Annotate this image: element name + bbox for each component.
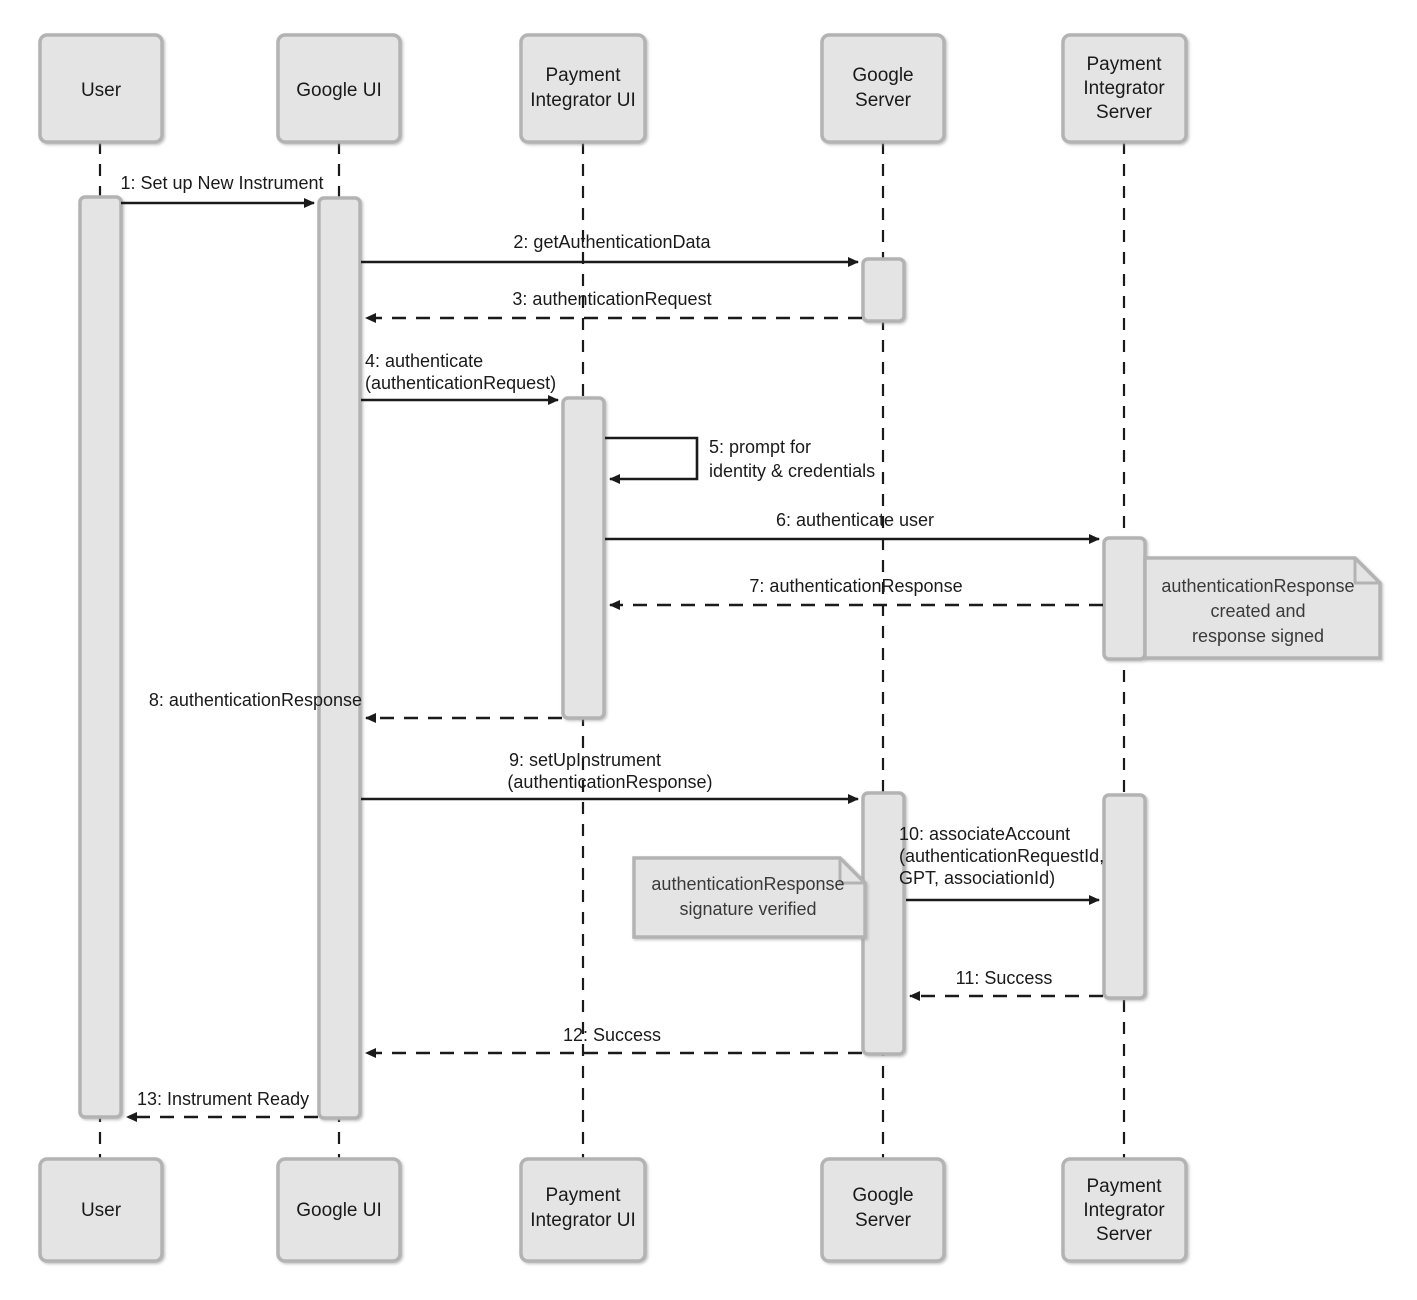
note-auth-response-created: authenticationResponse created and respo…	[1143, 556, 1382, 660]
message-13[interactable]: 13: Instrument Ready	[126, 1089, 318, 1122]
message-7[interactable]: 7: authenticationResponse	[609, 576, 1103, 610]
message-10[interactable]: 10: associateAccount (authenticationRequ…	[899, 824, 1104, 905]
message-10-label-line-3: GPT, associationId)	[899, 868, 1055, 888]
participant-label-payment-integrator-server-bottom-2: Integrator	[1083, 1200, 1165, 1221]
participant-label-payment-integrator-server-top-1: Payment	[1087, 54, 1163, 75]
participant-label-google-server-top-1: Google	[852, 65, 913, 86]
message-5-label-line-2: identity & credentials	[709, 461, 875, 481]
message-4-label-line-1: 4: authenticate	[365, 351, 483, 371]
activation-google-server-1	[861, 257, 906, 323]
participant-box-google-server-bottom[interactable]: Google Server	[820, 1157, 946, 1263]
note-auth-response-created-line-1: authenticationResponse	[1161, 576, 1354, 596]
activation-google-server-2	[861, 791, 906, 1056]
activation-user	[78, 195, 123, 1119]
message-2[interactable]: 2: getAuthenticationData	[361, 232, 859, 267]
participant-box-payment-integrator-server-top[interactable]: Payment Integrator Server	[1061, 33, 1188, 144]
message-11-label: 11: Success	[956, 968, 1053, 988]
participant-box-google-server-top[interactable]: Google Server	[820, 33, 946, 144]
message-5-arrow	[605, 436, 699, 484]
participant-box-user-top[interactable]: User	[38, 33, 164, 144]
message-8[interactable]: 8: authenticationResponse	[149, 690, 562, 723]
message-4[interactable]: 4: authenticate (authenticationRequest)	[361, 351, 559, 405]
participant-box-google-ui-top[interactable]: Google UI	[276, 33, 402, 144]
message-12[interactable]: 12: Success	[365, 1025, 862, 1058]
note-signature-verified-line-2: signature verified	[679, 899, 816, 919]
participant-label-google-server-bottom-1: Google	[852, 1185, 913, 1206]
message-9-label-line-1: 9: setUpInstrument	[509, 750, 661, 770]
participant-label-payment-integrator-ui-bottom-1: Payment	[546, 1185, 622, 1206]
message-3[interactable]: 3: authenticationRequest	[365, 289, 862, 323]
message-2-label: 2: getAuthenticationData	[513, 232, 711, 252]
participant-boxes-top: User Google UI Payment Integrator UI Goo…	[38, 33, 1188, 144]
note-auth-response-created-line-2: created and	[1210, 601, 1305, 621]
participant-label-user-top: User	[81, 80, 122, 101]
participant-label-payment-integrator-server-bottom-3: Server	[1096, 1224, 1153, 1245]
participant-label-payment-integrator-ui-bottom-2: Integrator UI	[530, 1210, 636, 1231]
activation-payment-integrator-server-1	[1102, 536, 1147, 661]
message-9[interactable]: 9: setUpInstrument (authenticationRespon…	[361, 750, 859, 804]
participant-label-payment-integrator-server-top-3: Server	[1096, 102, 1153, 123]
participant-label-google-server-top-2: Server	[855, 90, 912, 111]
note-signature-verified: authenticationResponse signature verifie…	[632, 856, 867, 939]
participant-box-google-ui-bottom[interactable]: Google UI	[276, 1157, 402, 1263]
message-10-label-line-2: (authenticationRequestId,	[899, 846, 1104, 866]
message-6[interactable]: 6: authenticate user	[605, 510, 1100, 544]
activation-payment-integrator-ui	[561, 396, 606, 720]
message-6-label: 6: authenticate user	[776, 510, 934, 530]
participant-label-google-ui-top: Google UI	[296, 80, 382, 101]
message-4-label-line-2: (authenticationRequest)	[365, 373, 556, 393]
message-8-label: 8: authenticationResponse	[149, 690, 362, 710]
message-9-label-line-2: (authenticationResponse)	[507, 772, 712, 792]
message-7-label: 7: authenticationResponse	[749, 576, 962, 596]
participant-box-payment-integrator-server-bottom[interactable]: Payment Integrator Server	[1061, 1157, 1188, 1263]
participant-label-google-ui-bottom: Google UI	[296, 1200, 382, 1221]
message-3-label: 3: authenticationRequest	[512, 289, 711, 309]
participant-box-payment-integrator-ui-top[interactable]: Payment Integrator UI	[519, 33, 647, 144]
activation-bars	[78, 195, 1147, 1120]
message-5-label-line-1: 5: prompt for	[709, 437, 811, 457]
participant-box-user-bottom[interactable]: User	[38, 1157, 164, 1263]
participant-label-payment-integrator-server-top-2: Integrator	[1083, 78, 1165, 99]
message-10-label-line-1: 10: associateAccount	[899, 824, 1070, 844]
participant-label-payment-integrator-ui-top-2: Integrator UI	[530, 90, 636, 111]
message-1-label: 1: Set up New Instrument	[120, 173, 323, 193]
message-1[interactable]: 1: Set up New Instrument	[120, 173, 324, 208]
message-12-label: 12: Success	[563, 1025, 661, 1045]
message-11[interactable]: 11: Success	[909, 968, 1103, 1001]
participant-boxes-bottom: User Google UI Payment Integrator UI Goo…	[38, 1157, 1188, 1263]
activation-google-ui	[317, 196, 362, 1120]
message-13-label: 13: Instrument Ready	[137, 1089, 309, 1109]
activation-payment-integrator-server-2	[1102, 793, 1147, 1000]
participant-label-user-bottom: User	[81, 1200, 122, 1221]
participant-label-payment-integrator-ui-top-1: Payment	[546, 65, 622, 86]
participant-box-payment-integrator-ui-bottom[interactable]: Payment Integrator UI	[519, 1157, 647, 1263]
participant-label-google-server-bottom-2: Server	[855, 1210, 912, 1231]
note-signature-verified-line-1: authenticationResponse	[651, 874, 844, 894]
message-5[interactable]: 5: prompt for identity & credentials	[605, 436, 875, 484]
participant-label-payment-integrator-server-bottom-1: Payment	[1087, 1176, 1163, 1197]
note-auth-response-created-line-3: response signed	[1192, 626, 1324, 646]
